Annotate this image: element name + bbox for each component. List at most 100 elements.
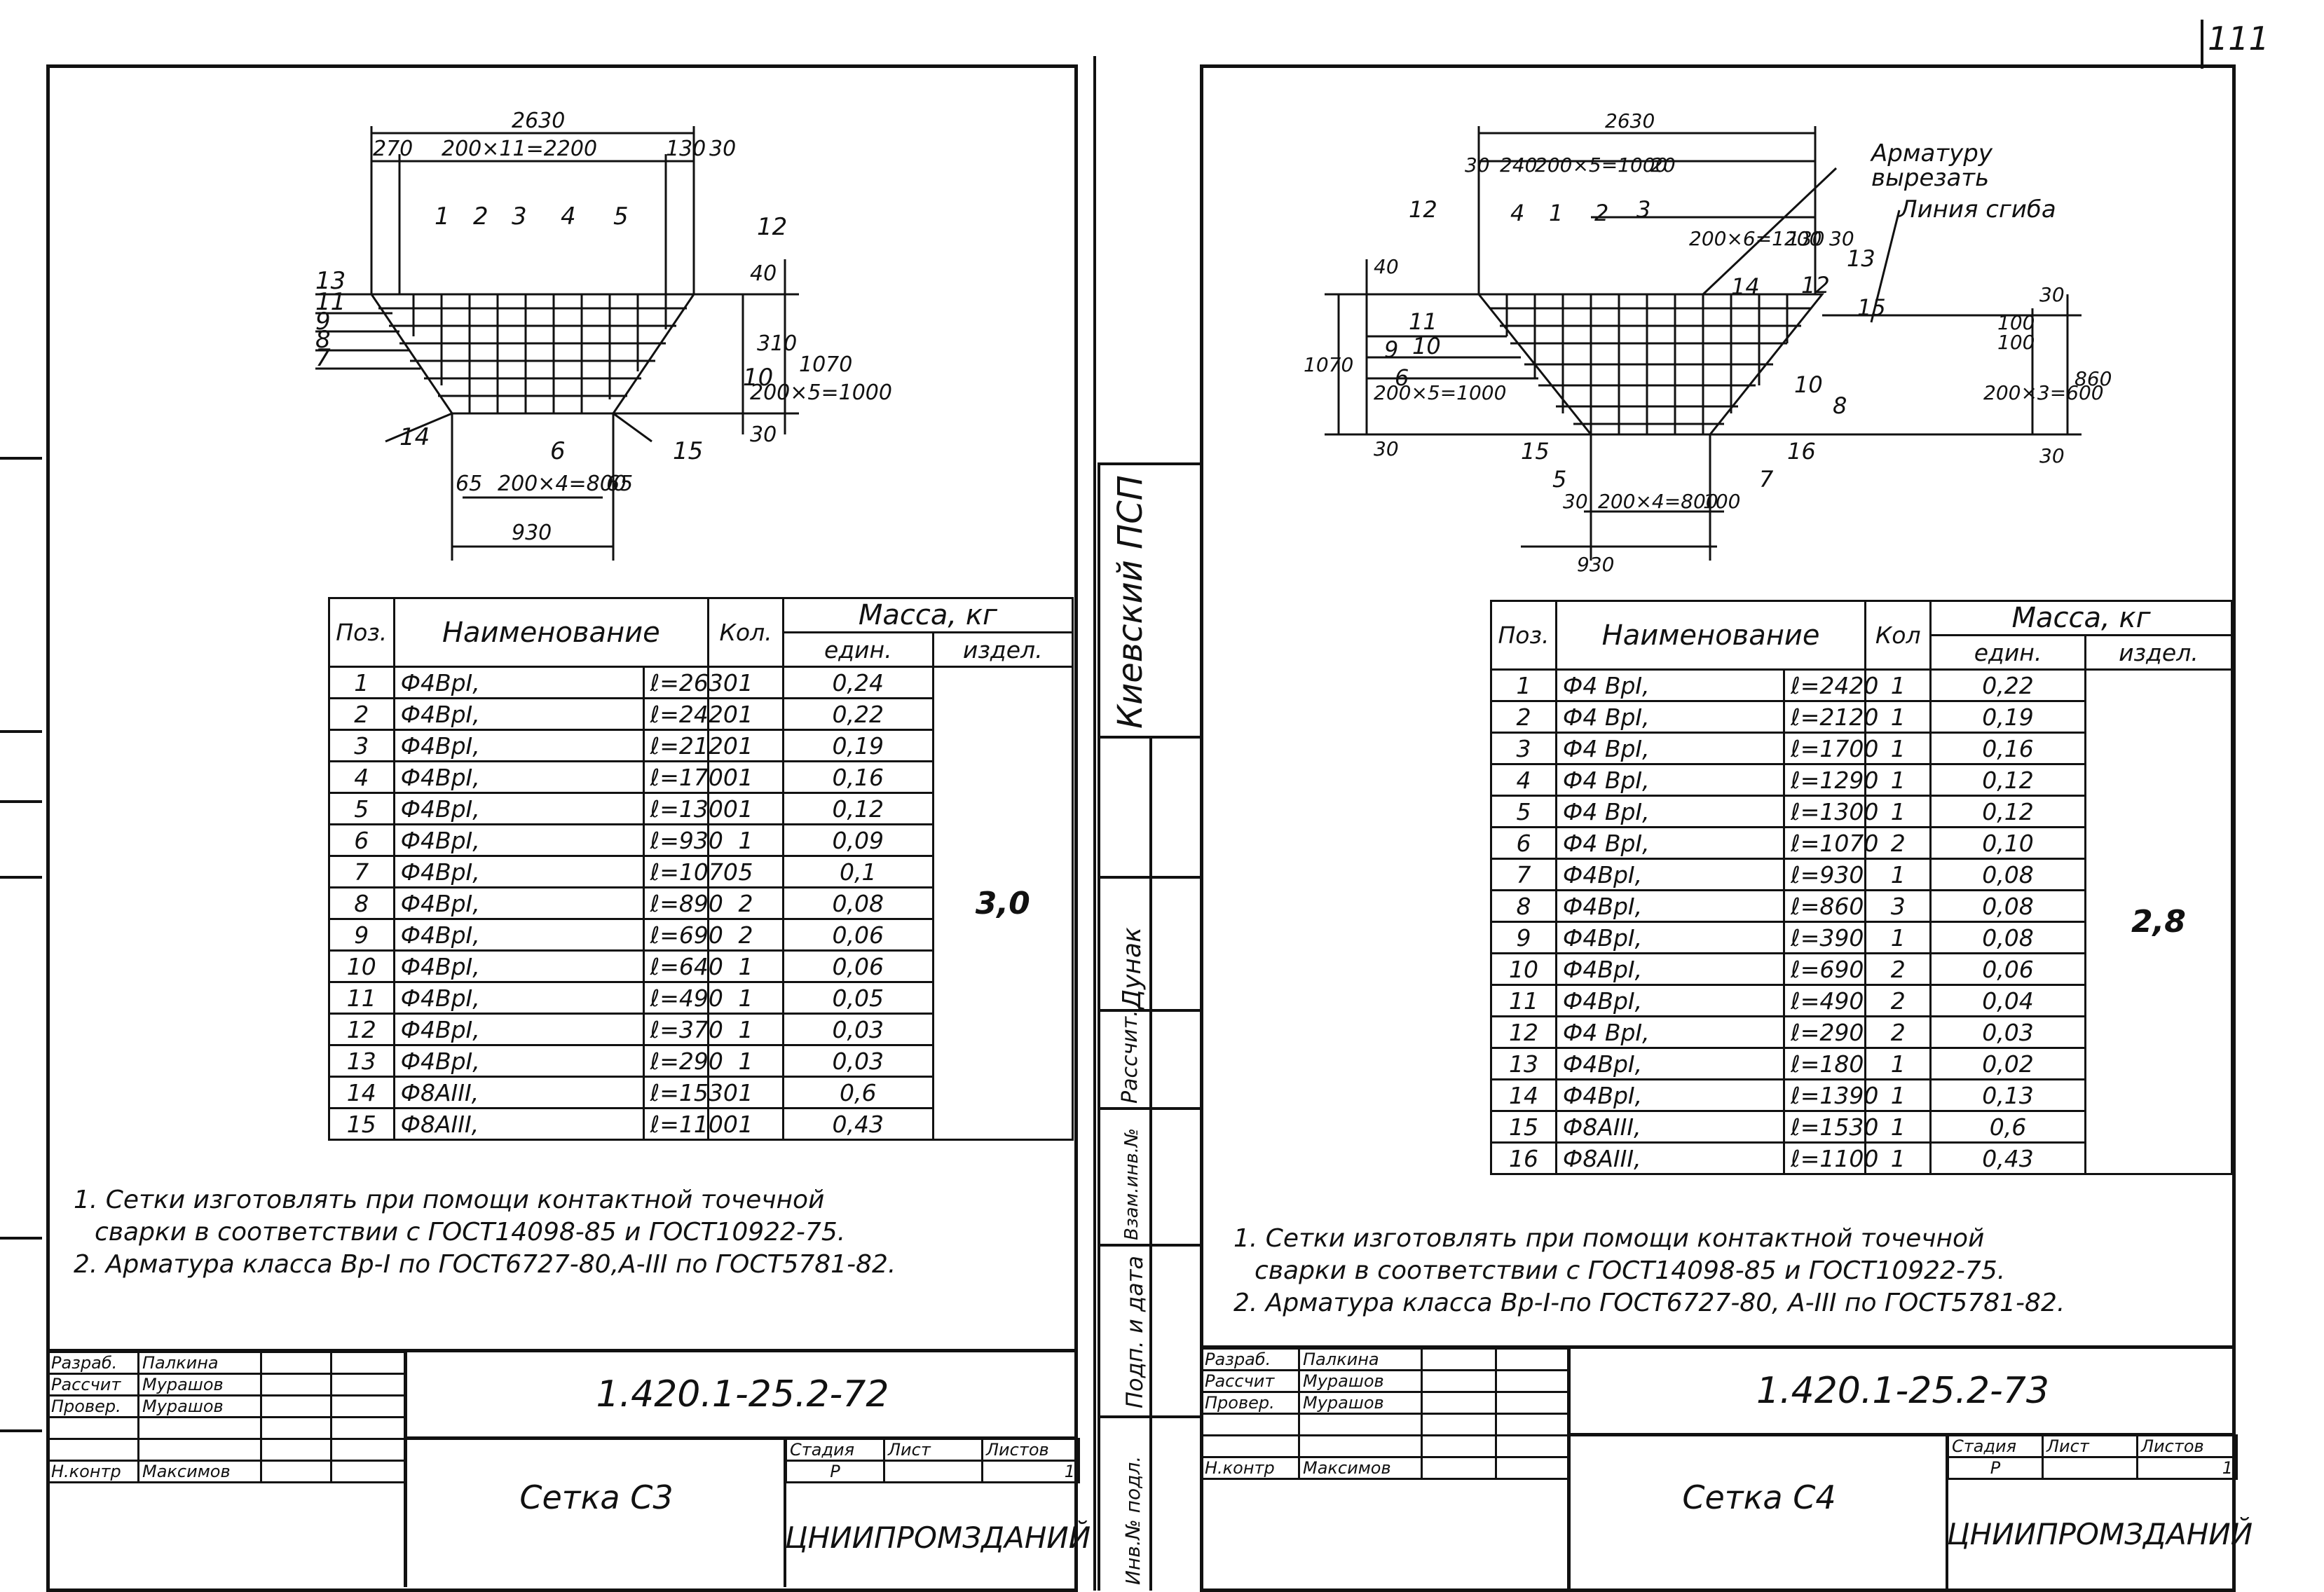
row-qty: 1 xyxy=(707,729,784,762)
row-bar: Ф4 ВрI, xyxy=(1554,732,1786,765)
callout: 10 xyxy=(1412,333,1441,359)
stamp-date xyxy=(330,1438,406,1462)
stamp-role: Рассчит xyxy=(1200,1369,1300,1393)
row-pos: 7 xyxy=(328,855,395,888)
row-bar: Ф4ВрI, xyxy=(1554,952,1786,986)
callout: 10 xyxy=(743,364,773,392)
row-qty: 5 xyxy=(707,855,784,888)
row-pos: 12 xyxy=(328,1013,395,1046)
stamp-name xyxy=(137,1416,262,1440)
dim-bot-overall: 930 xyxy=(1577,553,1614,576)
row-mass: 0,43 xyxy=(781,1107,934,1141)
side-strip-line xyxy=(1098,462,1100,1591)
row-mass: 0,12 xyxy=(1929,795,2086,828)
stamp-signature xyxy=(1421,1434,1497,1458)
row-bar: Ф4ВрI, xyxy=(392,697,645,731)
row-length: ℓ=2120 xyxy=(1783,700,1878,734)
row-qty: 2 xyxy=(707,886,784,920)
stamp-date xyxy=(330,1416,406,1440)
row-bar: Ф4ВрI, xyxy=(392,949,645,983)
mesh-c3-drawing: 2630 270 200×11=2200 130 30 310 1070 40 … xyxy=(315,109,892,561)
row-pos: 2 xyxy=(328,697,395,731)
row-pos: 1 xyxy=(328,666,395,699)
dim-top-left: 270 xyxy=(373,137,413,161)
row-bar: Ф4ВрI, xyxy=(1554,889,1786,923)
dim-bot-right: 65 xyxy=(606,472,633,496)
note-line: сварки в соответствии с ГОСТ14098-85 и Г… xyxy=(95,1218,846,1247)
dim-top-r2: 30 xyxy=(709,137,736,161)
row-bar: Ф4ВрI, xyxy=(1554,1047,1786,1080)
row-pos: 3 xyxy=(328,729,395,762)
sheet-value xyxy=(2042,1456,2138,1480)
spec-table-c3: Поз. Наименование Кол. Масса, кг един. и… xyxy=(328,597,1074,1141)
stamp-row xyxy=(46,1416,406,1440)
row-pos: 6 xyxy=(328,823,395,857)
sheet-label: Лист xyxy=(883,1438,983,1462)
callout: 10 xyxy=(1794,371,1823,398)
dim-top-a: 30 xyxy=(1465,153,1490,177)
stamp-role: Провер. xyxy=(46,1394,139,1418)
row-length: ℓ=1290 xyxy=(1783,763,1878,797)
row-length: ℓ=1530 xyxy=(1783,1110,1878,1144)
row-mass: 0,43 xyxy=(1929,1141,2086,1175)
row-mass: 0,08 xyxy=(781,886,934,920)
col-header-item: издел. xyxy=(931,631,1074,668)
row-length: ℓ=1700 xyxy=(1783,732,1878,765)
stage-table-c4: Стадия Лист Листов Р 1 xyxy=(1947,1434,2238,1480)
row-qty: 1 xyxy=(707,760,784,794)
stamp-date xyxy=(330,1460,406,1483)
dim-top-mid2: 200×6=1200 xyxy=(1689,227,1821,250)
row-mass: 0,22 xyxy=(1929,668,2086,702)
row-pos: 16 xyxy=(1490,1141,1557,1175)
row-mass: 0,16 xyxy=(781,760,934,794)
margin-tick xyxy=(0,1237,42,1240)
title-block-divider xyxy=(1200,1345,2236,1349)
row-bar: Ф8АIII, xyxy=(1554,1110,1786,1144)
stamp-date xyxy=(330,1373,406,1397)
margin-tick xyxy=(0,800,42,803)
row-pos: 13 xyxy=(1490,1047,1557,1080)
row-length: ℓ=860 xyxy=(1783,889,1867,923)
row-pos: 15 xyxy=(1490,1110,1557,1144)
stamp-signature xyxy=(260,1460,332,1483)
spec-table-c4: Поз. Наименование Кол Масса, кг един. из… xyxy=(1490,600,2234,1175)
row-qty: 1 xyxy=(707,949,784,983)
dim-right-bot: 30 xyxy=(750,423,777,447)
callout: 8 xyxy=(1833,392,1847,419)
stamp-name: Мурашов xyxy=(1298,1391,1423,1415)
row-qty: 1 xyxy=(1864,1078,1932,1112)
callout: 12 xyxy=(1409,196,1437,223)
row-length: ℓ=2420 xyxy=(642,697,738,731)
row-mass: 0,16 xyxy=(1929,732,2086,765)
row-pos: 10 xyxy=(328,949,395,983)
note-line: 2. Арматура класса Вр-I по ГОСТ6727-80,А… xyxy=(74,1250,896,1279)
dim-top-overall: 2630 xyxy=(512,109,565,133)
row-bar: Ф4ВрI, xyxy=(392,1013,645,1046)
row-mass: 0,03 xyxy=(781,1013,934,1046)
stamp-row xyxy=(1200,1413,1571,1436)
margin-tick xyxy=(0,1429,42,1432)
stamp-role xyxy=(1200,1434,1300,1458)
row-mass: 0,02 xyxy=(1929,1047,2086,1080)
dim-left-bot: 30 xyxy=(1374,437,1399,460)
dim-right-bot: 30 xyxy=(2039,444,2065,467)
row-bar: Ф4 ВрI, xyxy=(1554,1015,1786,1049)
dim-right-top: 30 xyxy=(2039,283,2065,306)
callout: 9 xyxy=(1384,336,1398,363)
stamp-date xyxy=(1495,1369,1571,1393)
dim-left-top: 40 xyxy=(1374,255,1399,278)
row-bar: Ф4ВрI, xyxy=(392,823,645,857)
row-length: ℓ=1070 xyxy=(642,855,738,888)
row-bar: Ф4ВрI, xyxy=(392,792,645,825)
row-length: ℓ=2120 xyxy=(642,729,738,762)
dim-top-overall: 2630 xyxy=(1605,109,1655,132)
row-mass: 0,08 xyxy=(1929,889,2086,923)
row-bar: Ф4ВрI, xyxy=(392,918,645,952)
margin-tick xyxy=(0,730,42,733)
